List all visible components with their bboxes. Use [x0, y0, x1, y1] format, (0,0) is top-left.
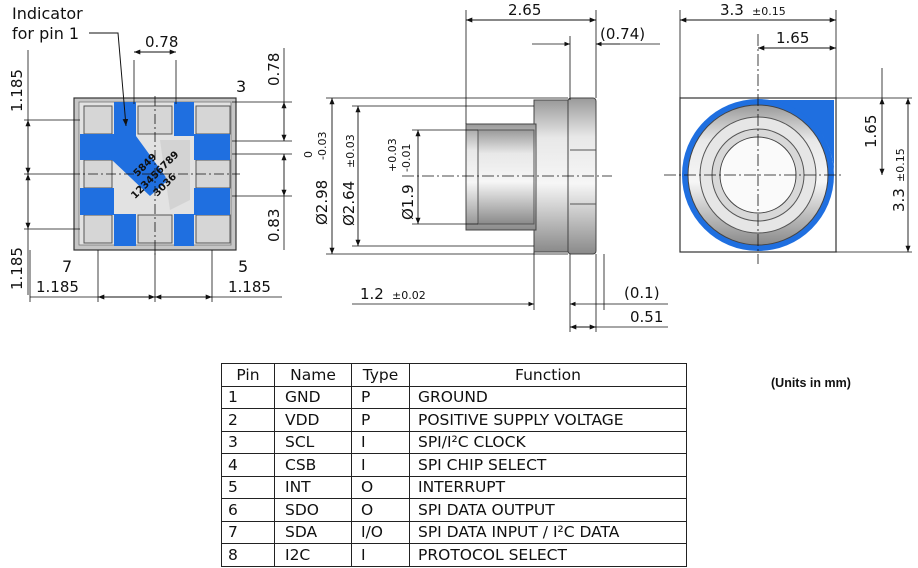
dim-bottom-left: 1.185 — [36, 278, 79, 296]
cell-pin: 4 — [221, 453, 275, 477]
dim-top-width-tol: ±0.15 — [752, 5, 786, 18]
cell-function: INTERRUPT — [409, 475, 687, 499]
dim-bottom-right: 1.185 — [228, 278, 271, 296]
cell-pin: 5 — [221, 475, 275, 499]
dim-dia-inner: Ø1.9 — [399, 184, 417, 220]
dim-side-ref: (0.74) — [600, 25, 645, 43]
dim-dia-outer: Ø2.98 — [313, 180, 331, 225]
table-row: 1 GND P GROUND — [221, 385, 687, 409]
dim-dia-inner-tol-hi: +0.03 — [386, 138, 399, 172]
header-pin: Pin — [221, 363, 275, 387]
cell-name: I2C — [274, 543, 352, 567]
cell-function: SPI DATA OUTPUT — [409, 498, 687, 522]
dim-right-upper: 0.78 — [265, 53, 283, 86]
table-header-row: Pin Name Type Function — [221, 363, 687, 387]
cell-type: I — [351, 453, 410, 477]
table-row: 3 SCL I SPI/I²C CLOCK — [221, 430, 687, 454]
dim-dia-inner-tol-lo: -0.01 — [400, 144, 413, 172]
pad-grid — [80, 102, 231, 246]
cell-pin: 7 — [221, 520, 275, 544]
units-note: (Units in mm) — [771, 376, 851, 390]
cell-function: SPI/I²C CLOCK — [409, 430, 687, 454]
header-type: Type — [351, 363, 410, 387]
dim-side-height: 1.2 — [360, 285, 384, 303]
dim-top-height-tol: ±0.15 — [894, 148, 907, 182]
dim-top-half: 1.65 — [776, 29, 809, 47]
cell-function: GROUND — [409, 385, 687, 409]
dim-dia-outer-tol-hi: 0 — [302, 151, 315, 158]
cell-function: POSITIVE SUPPLY VOLTAGE — [409, 408, 687, 432]
cell-pin: 2 — [221, 408, 275, 432]
cell-name: INT — [274, 475, 352, 499]
indicator-label-line2: for pin 1 — [12, 24, 79, 43]
header-function: Function — [409, 363, 687, 387]
cell-type: P — [351, 408, 410, 432]
cell-type: O — [351, 475, 410, 499]
table-row: 5 INT O INTERRUPT — [221, 475, 687, 499]
pin-label-5: 5 — [238, 257, 248, 276]
dim-dia-mid: Ø2.64 — [340, 181, 358, 226]
dim-top-width: 3.3 — [720, 1, 744, 19]
cell-function: SPI DATA INPUT / I²C DATA — [409, 520, 687, 544]
dim-right-lower: 0.83 — [265, 209, 283, 242]
cell-type: P — [351, 385, 410, 409]
cell-name: GND — [274, 385, 352, 409]
cell-name: CSB — [274, 453, 352, 477]
dim-side-small: 0.51 — [630, 308, 663, 326]
table-row: 8 I2C I PROTOCOL SELECT — [221, 543, 687, 567]
dim-top-height: 3.3 — [890, 188, 908, 212]
cell-type: O — [351, 498, 410, 522]
cell-type: I/O — [351, 520, 410, 544]
side-view: 2.65 (0.74) Ø2.98 0 -0.03 Ø2.64 ±0.03 Ø1… — [302, 1, 668, 332]
table-row: 7 SDA I/O SPI DATA INPUT / I²C DATA — [221, 520, 687, 544]
dim-side-height-tol: ±0.02 — [392, 289, 426, 302]
cell-name: SCL — [274, 430, 352, 454]
dim-top-right-half: 1.65 — [862, 115, 880, 148]
cell-type: I — [351, 430, 410, 454]
cell-name: VDD — [274, 408, 352, 432]
cell-function: PROTOCOL SELECT — [409, 543, 687, 567]
dim-side-small-ref: (0.1) — [624, 284, 660, 302]
dim-dia-outer-tol-lo: -0.03 — [316, 132, 329, 160]
dim-dia-mid-tol: ±0.03 — [344, 134, 357, 168]
table-row: 6 SDO O SPI DATA OUTPUT — [221, 498, 687, 522]
header-name: Name — [274, 363, 352, 387]
cell-pin: 8 — [221, 543, 275, 567]
pin-table: Pin Name Type Function 1 GND P GROUND 2 … — [221, 363, 687, 567]
cell-pin: 3 — [221, 430, 275, 454]
cell-name: SDA — [274, 520, 352, 544]
dim-side-width: 2.65 — [508, 1, 541, 19]
dim-left-upper: 1.185 — [8, 69, 26, 112]
cell-type: I — [351, 543, 410, 567]
dim-top-pitch: 0.78 — [145, 33, 178, 51]
cell-pin: 6 — [221, 498, 275, 522]
indicator-label: Indicator — [12, 4, 83, 23]
table-row: 4 CSB I SPI CHIP SELECT — [221, 453, 687, 477]
cell-function: SPI CHIP SELECT — [409, 453, 687, 477]
bottom-view: 5849 123456789 3036 Indicator for pin 1 … — [8, 4, 292, 302]
cell-name: SDO — [274, 498, 352, 522]
table-row: 2 VDD P POSITIVE SUPPLY VOLTAGE — [221, 408, 687, 432]
cell-pin: 1 — [221, 385, 275, 409]
dim-left-lower: 1.185 — [8, 247, 26, 290]
pin-label-3: 3 — [236, 77, 246, 96]
top-view: 3.3 ±0.15 1.65 1.65 3.3 ±0.15 — [664, 1, 912, 264]
pin-label-7: 7 — [62, 257, 72, 276]
